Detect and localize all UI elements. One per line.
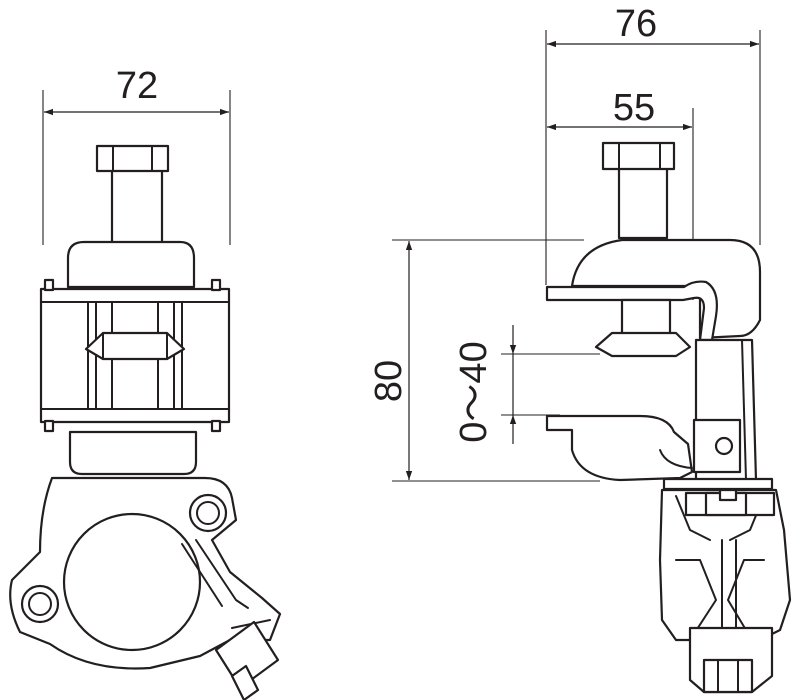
side-height-label: 80 (368, 360, 410, 402)
side-pivot-hole (714, 436, 734, 456)
side-bolt (601, 141, 676, 240)
side-view: 76 55 80 0～40 (368, 3, 792, 694)
side-lower-jaw (545, 414, 694, 482)
side-jaw-range-label: 0～40 (453, 341, 495, 442)
side-height-dimension: 80 (368, 239, 600, 482)
front-view: 72 (9, 65, 282, 700)
front-top-housing (66, 240, 196, 289)
side-jaw-range-dimension: 0～40 (453, 325, 600, 444)
front-pipe-opening (62, 512, 202, 652)
front-clamp-block (39, 278, 231, 433)
front-coupler (9, 476, 282, 700)
front-lower-neck (68, 430, 198, 476)
side-right-plate (692, 338, 758, 482)
side-coupler (658, 477, 792, 694)
side-jaw-pad (594, 298, 692, 358)
side-bolt-offset-dimension: 55 (547, 87, 694, 300)
front-width-dimension: 72 (42, 65, 231, 245)
side-width-label: 76 (615, 3, 657, 45)
front-jaw-plate (84, 331, 186, 361)
side-width-dimension: 76 (545, 3, 761, 285)
side-upper-jaw (545, 280, 718, 342)
front-bolt (95, 144, 170, 247)
front-width-label: 72 (116, 65, 158, 107)
side-bolt-offset-label: 55 (613, 87, 655, 129)
